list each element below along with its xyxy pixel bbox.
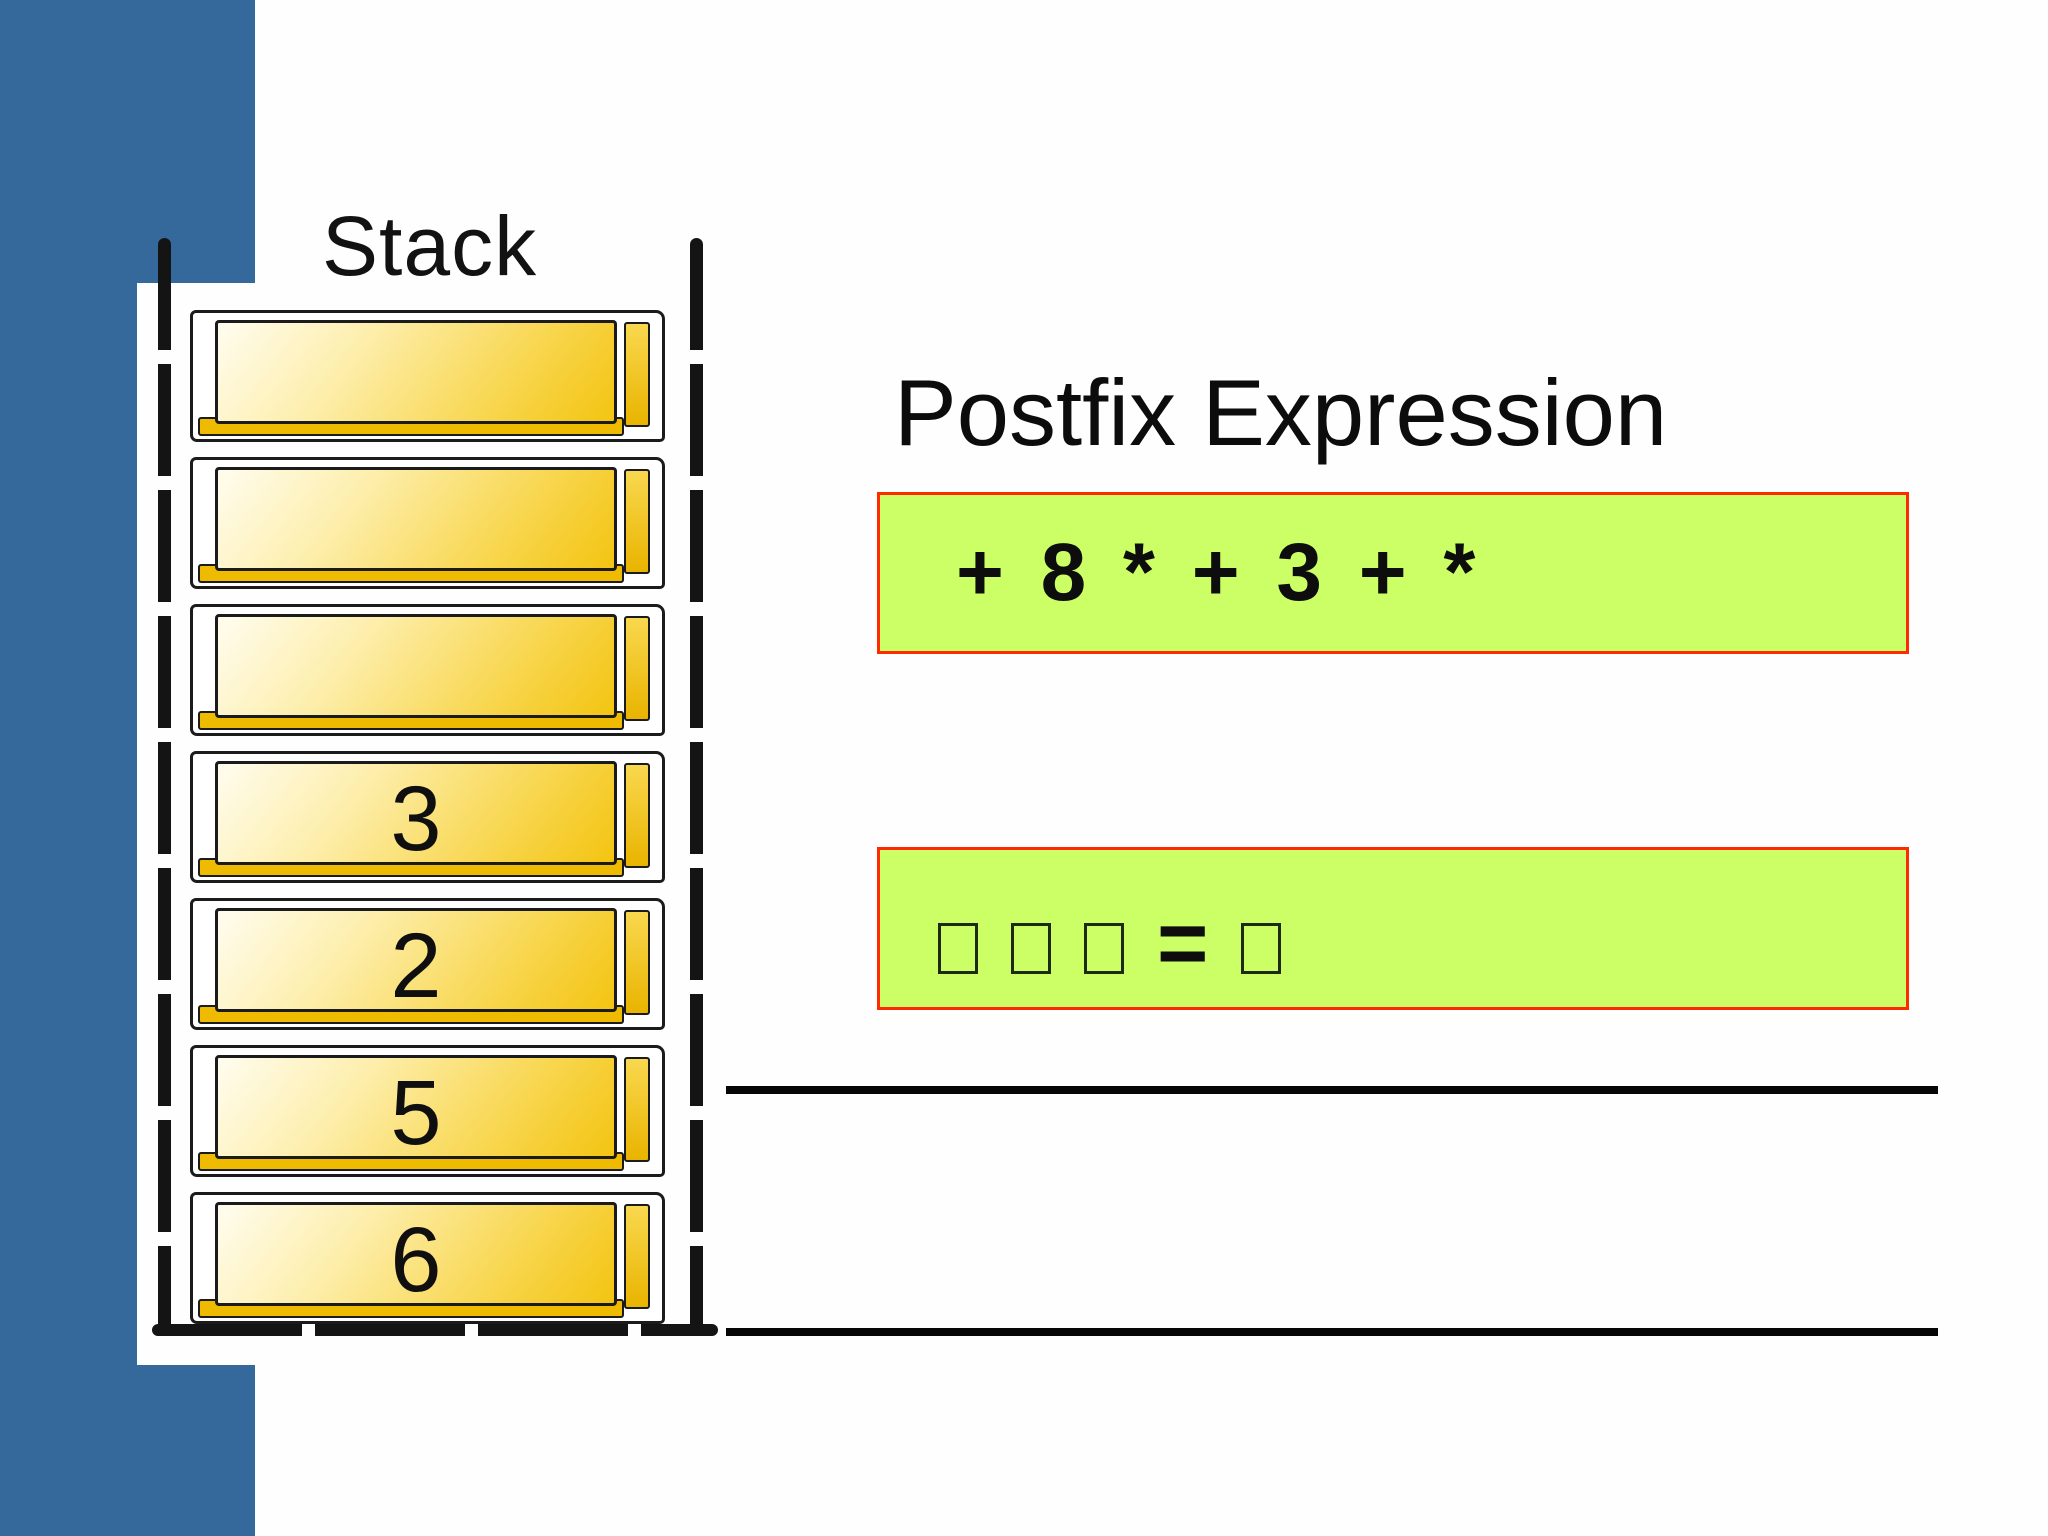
- postfix-expression-text: + 8 * + 3 + *: [956, 527, 1483, 618]
- stack-cell-front: 2: [215, 908, 617, 1012]
- stack-cell-value: 3: [390, 768, 442, 871]
- stack-cell: 6: [190, 1192, 665, 1324]
- stack-cell: 5: [190, 1045, 665, 1177]
- stack-cell: [190, 604, 665, 736]
- missing-glyph-box-icon: [1241, 923, 1282, 974]
- missing-glyph-box-icon: [938, 923, 978, 974]
- stack-frame-right-line: [690, 238, 703, 1334]
- stack-frame-bottom-line: [152, 1324, 718, 1336]
- accent-bar-top-block: [0, 0, 255, 283]
- cell-right-face: [624, 616, 650, 721]
- result-box: =: [877, 847, 1909, 1010]
- stack-cell-value: 5: [390, 1062, 442, 1165]
- postfix-expression-box: + 8 * + 3 + *: [877, 492, 1909, 654]
- stack-cell-front: [215, 467, 617, 571]
- cell-right-face: [624, 910, 650, 1015]
- stack-cell-value: 6: [390, 1209, 442, 1312]
- missing-glyph-box-icon: [1084, 923, 1124, 974]
- horizontal-rule-top: [726, 1086, 1938, 1094]
- cell-right-face: [624, 1204, 650, 1309]
- cell-right-face: [624, 322, 650, 427]
- stack-cell: [190, 457, 665, 589]
- postfix-expression-title: Postfix Expression: [894, 360, 1668, 465]
- stack-cell: [190, 310, 665, 442]
- stack-cell-front: 3: [215, 761, 617, 865]
- missing-glyph-box-icon: [1011, 923, 1051, 974]
- stack-cell-front: [215, 614, 617, 718]
- cell-right-face: [624, 763, 650, 868]
- stack-cell-front: [215, 320, 617, 424]
- stack-cell: 3: [190, 751, 665, 883]
- stack-cell-front: 5: [215, 1055, 617, 1159]
- stack-cell-value: 2: [390, 915, 442, 1018]
- horizontal-rule-bottom: [726, 1328, 1938, 1336]
- stack-cell: 2: [190, 898, 665, 1030]
- cell-right-face: [624, 1057, 650, 1162]
- stack-frame-left-line: [158, 238, 171, 1334]
- accent-bar-bottom-block: [0, 1365, 255, 1536]
- stack-cell-front: 6: [215, 1202, 617, 1306]
- stack-title: Stack: [322, 199, 538, 293]
- cell-right-face: [624, 469, 650, 574]
- result-row: =: [938, 898, 1282, 986]
